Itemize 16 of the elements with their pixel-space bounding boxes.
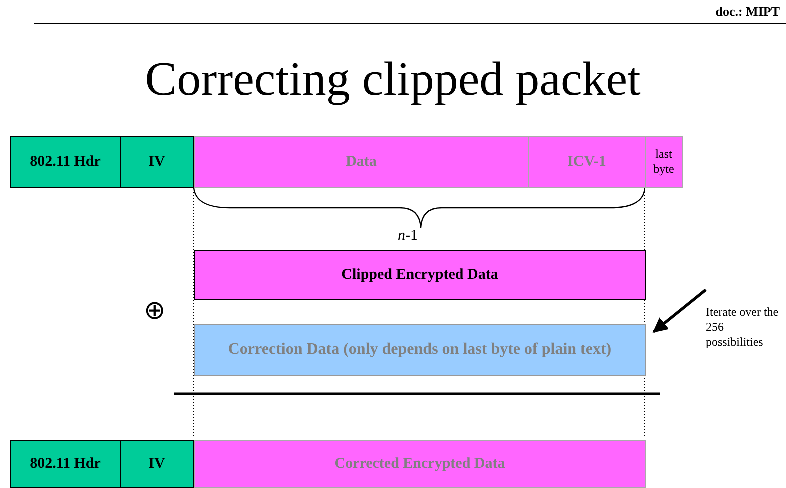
slide-title: Correcting clipped packet — [144, 52, 642, 108]
arrow — [652, 288, 707, 334]
field-box: ICV-1 — [528, 136, 646, 188]
field-box: Clipped Encrypted Data — [194, 250, 646, 300]
field-box: Correction Data (only depends on last byte of plain text) — [194, 324, 646, 376]
xor-symbol: ⊕ — [144, 296, 166, 326]
note-text: Iterate over the 256 possibilities — [706, 290, 780, 364]
field-box: Data — [194, 136, 529, 188]
field-box: last byte — [645, 136, 683, 188]
field-box: 802.11 Hdr — [10, 440, 121, 488]
field-box: IV — [120, 136, 194, 188]
field-box: IV — [120, 440, 194, 488]
field-box: Corrected Encrypted Data — [194, 440, 646, 488]
dimension-label: n-1 — [398, 228, 418, 245]
field-box: 802.11 Hdr — [10, 136, 121, 188]
header-text: doc.: MIPT — [716, 4, 780, 20]
